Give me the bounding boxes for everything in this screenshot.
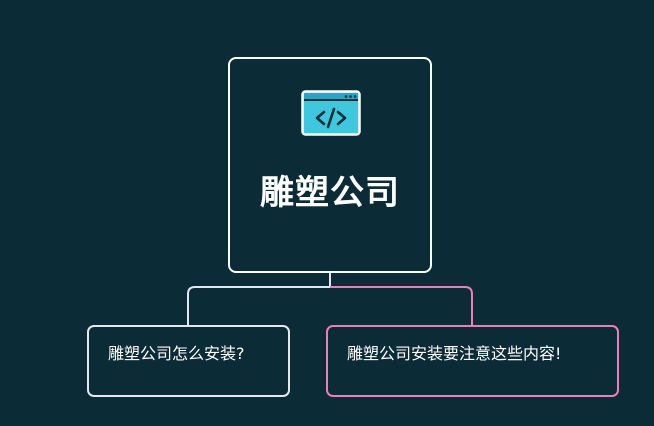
- code-window-icon: [301, 90, 361, 136]
- child-label-install: 雕塑公司怎么安装?: [108, 344, 245, 363]
- child-node-install-notes[interactable]: 雕塑公司安装要注意这些内容!: [326, 325, 619, 397]
- child-node-install[interactable]: 雕塑公司怎么安装?: [87, 325, 290, 397]
- right-branch-connector: [330, 286, 473, 325]
- root-node[interactable]: 雕塑公司: [228, 57, 432, 273]
- child-label-install-notes: 雕塑公司安装要注意这些内容!: [347, 344, 562, 363]
- left-branch-connector: [187, 286, 330, 325]
- root-title: 雕塑公司: [260, 173, 400, 213]
